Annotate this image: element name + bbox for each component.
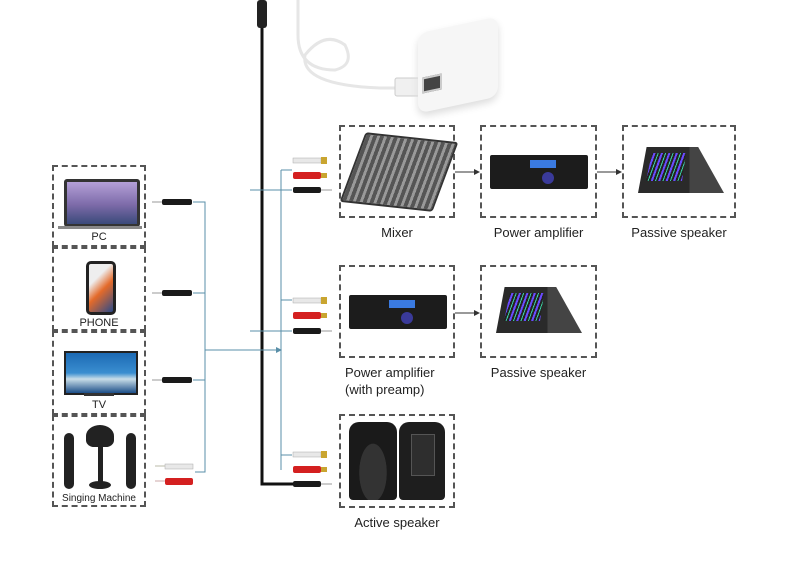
- laptop-icon: [64, 179, 140, 227]
- mic-plug-icon: [257, 0, 267, 28]
- active-speaker-back-icon: [399, 422, 445, 500]
- preamp-label-line2: (with preamp): [345, 382, 425, 397]
- output-bus: [250, 169, 292, 470]
- arrow-preamp-to-speaker: [455, 310, 480, 316]
- preamp-box: [339, 265, 455, 358]
- mic-cable: [260, 0, 300, 486]
- source-box-pc: PC: [52, 165, 146, 247]
- connectors-active-speaker: [292, 451, 332, 487]
- source-box-tv: TV: [52, 331, 146, 415]
- usb-charger-icon: [418, 16, 498, 114]
- karaoke-pole: [98, 447, 103, 483]
- power-amp-label: Power amplifier: [493, 225, 584, 240]
- jack-pc: [152, 199, 192, 205]
- speaker-lights: [646, 153, 686, 181]
- phone-icon: [86, 261, 116, 315]
- power-amp-icon: [490, 155, 588, 189]
- tower-speaker-left-icon: [64, 433, 74, 489]
- mixer-box: [339, 125, 459, 218]
- tv-icon: [64, 351, 138, 395]
- active-speaker-label: Active speaker: [354, 515, 440, 530]
- preamp-icon: [349, 295, 447, 329]
- jack-tv: [152, 377, 192, 383]
- power-amp-box: [480, 125, 597, 218]
- source-label-tv: TV: [91, 399, 107, 411]
- connectors-mixer: [292, 157, 332, 193]
- source-box-phone: PHONE: [52, 247, 146, 331]
- usb-cable: [296, 0, 400, 90]
- usb-plug-icon: [394, 77, 421, 97]
- source-bus: [193, 201, 280, 473]
- arrow-mixer-to-amp: [455, 169, 480, 175]
- active-speaker-box: [339, 414, 455, 508]
- tower-speaker-right-icon: [126, 433, 136, 489]
- karaoke-machine-icon: [86, 425, 114, 447]
- source-label-singing-machine: Singing Machine: [62, 493, 136, 504]
- jack-phone: [152, 290, 192, 296]
- rca-singing-machine: [155, 463, 194, 485]
- arrow-amp-to-speaker: [597, 169, 622, 175]
- bus-arrow-icon: [276, 347, 282, 353]
- active-speaker-front-icon: [349, 422, 397, 500]
- karaoke-base: [89, 481, 111, 489]
- source-label-pc: PC: [91, 231, 107, 243]
- laptop-base: [58, 226, 142, 229]
- speaker-lights-2: [504, 293, 544, 321]
- passive-speaker-label-2: Passive speaker: [490, 365, 587, 380]
- passive-speaker-label-1: Passive speaker: [631, 225, 727, 240]
- preamp-label-line1: Power amplifier: [345, 365, 435, 380]
- tv-stand: [84, 393, 114, 396]
- mixer-icon: [339, 132, 459, 212]
- source-label-phone: PHONE: [79, 317, 119, 329]
- passive-speaker-box-2: [480, 265, 597, 358]
- passive-speaker-box-1: [622, 125, 736, 218]
- source-box-singing-machine: Singing Machine: [52, 415, 146, 507]
- connectors-preamp: [292, 297, 332, 334]
- mixer-label: Mixer: [381, 225, 413, 240]
